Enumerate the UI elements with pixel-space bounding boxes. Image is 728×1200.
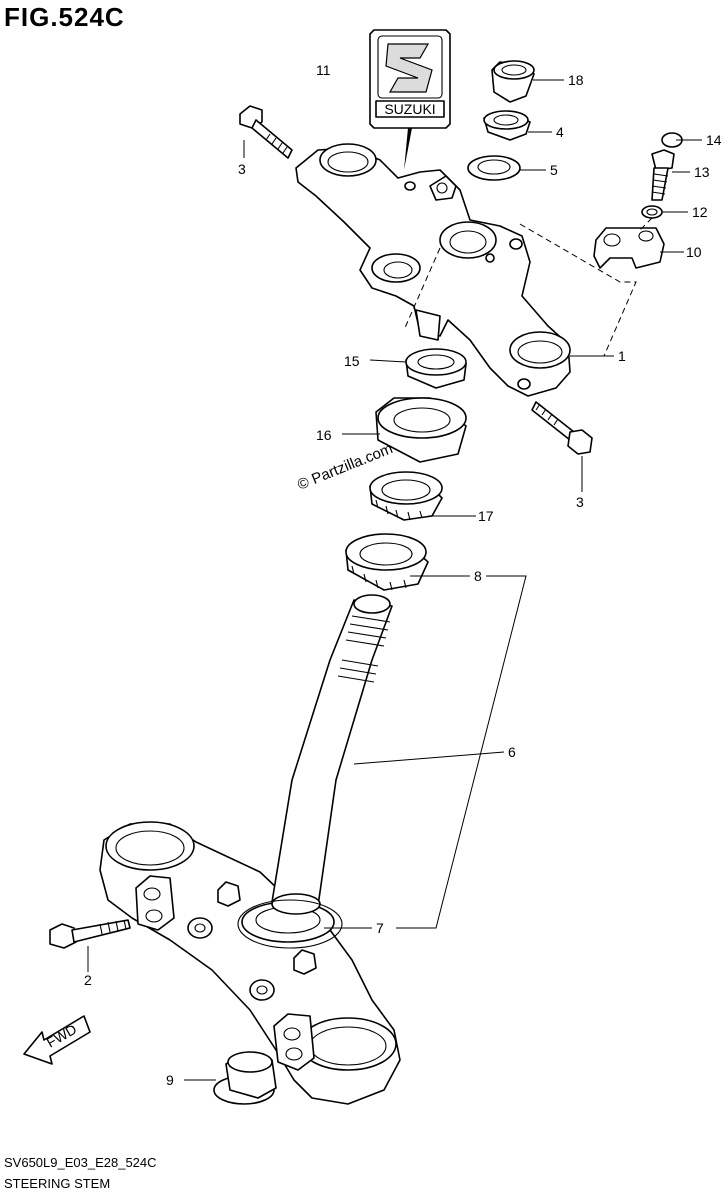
steering-stem-lower-bracket[interactable] [99, 594, 401, 1105]
bolt-upper-left[interactable] [239, 105, 293, 159]
emblem-text: SUZUKI [384, 101, 435, 117]
callout-3-upper[interactable]: 3 [238, 161, 246, 177]
callout-12[interactable]: 12 [692, 204, 708, 220]
upper-bearing[interactable] [369, 471, 443, 521]
small-washer[interactable] [641, 205, 663, 219]
dashed-guides [403, 217, 653, 357]
callout-7[interactable]: 7 [376, 920, 384, 936]
callout-8[interactable]: 8 [474, 568, 482, 584]
lower-bearing[interactable] [345, 533, 429, 591]
callout-5[interactable]: 5 [550, 162, 558, 178]
callout-14[interactable]: 14 [706, 132, 722, 148]
callout-15[interactable]: 15 [344, 353, 360, 369]
pinch-bolt[interactable] [49, 919, 131, 949]
suzuki-emblem[interactable]: SUZUKI [369, 29, 451, 170]
callout-2[interactable]: 2 [84, 972, 92, 988]
callout-6[interactable]: 6 [508, 744, 516, 760]
callout-3-lower[interactable]: 3 [576, 494, 584, 510]
figure-title: FIG.524C [4, 2, 125, 32]
callout-18[interactable]: 18 [568, 72, 584, 88]
leader-lines [87, 79, 702, 1081]
callout-11[interactable]: 11 [316, 62, 331, 78]
dust-seal[interactable] [375, 397, 467, 463]
callout-labels: 1 2 3 3 4 5 6 7 8 9 10 11 12 13 14 15 16… [84, 62, 722, 1088]
cap[interactable] [491, 60, 535, 103]
figure-code: SV650L9_E03_E28_524C [4, 1155, 157, 1170]
forward-arrow-icon: FWD [23, 1015, 91, 1065]
stem-cap[interactable] [213, 1051, 277, 1105]
steering-stem-nut[interactable] [483, 110, 531, 141]
figure-name: STEERING STEM [4, 1176, 111, 1191]
handlebar-holder[interactable] [593, 227, 665, 269]
handlebar-bolt[interactable] [651, 149, 675, 201]
bolt-lower-right[interactable] [531, 401, 593, 455]
lock-nut[interactable] [405, 348, 467, 389]
washer[interactable] [467, 155, 521, 181]
callout-16[interactable]: 16 [316, 427, 332, 443]
callout-13[interactable]: 13 [694, 164, 710, 180]
callout-4[interactable]: 4 [556, 124, 564, 140]
callout-9[interactable]: 9 [166, 1072, 174, 1088]
callout-1[interactable]: 1 [618, 348, 626, 364]
callout-17[interactable]: 17 [478, 508, 494, 524]
callout-10[interactable]: 10 [686, 244, 702, 260]
upper-bracket[interactable] [295, 143, 571, 397]
lower-dust-seal[interactable] [237, 899, 343, 949]
